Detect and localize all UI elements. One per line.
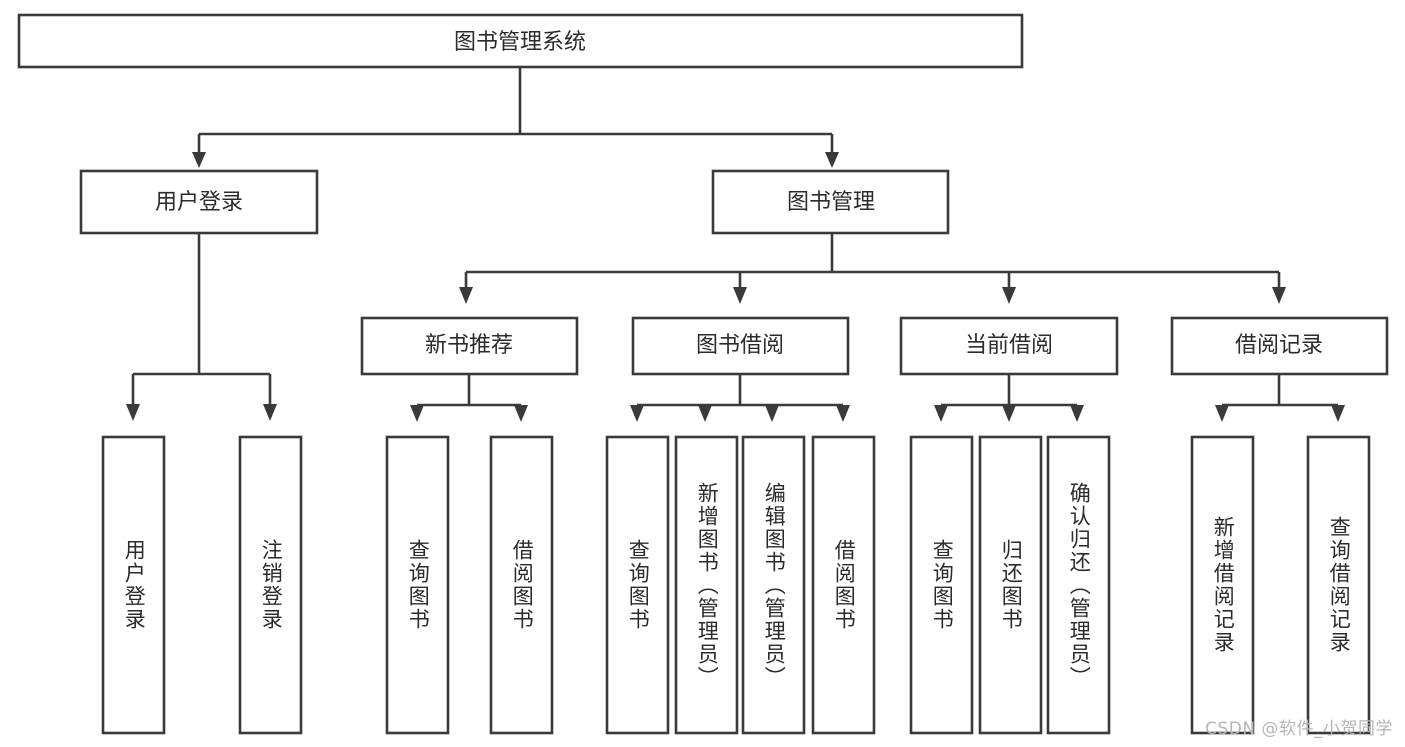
leaf-box[interactable]: [1306, 435, 1371, 735]
node-book-borrow[interactable]: 图书借阅: [631, 316, 850, 376]
node-borrow-record[interactable]: 借阅记录: [1170, 316, 1389, 376]
leaf-box[interactable]: [1046, 435, 1111, 735]
leaf-box[interactable]: [238, 435, 303, 735]
node-user-login-label: 用户登录: [155, 190, 243, 215]
leaf-box[interactable]: [605, 435, 670, 735]
leaf-box[interactable]: [978, 435, 1043, 735]
leaf-box[interactable]: [489, 435, 554, 735]
node-current-borrow[interactable]: 当前借阅: [899, 316, 1119, 376]
connector-book-mgmt-to-level3: [459, 233, 1286, 304]
connector-borrow-record-to-leaves: [1215, 374, 1345, 422]
connector-book-borrow-to-leaves: [630, 374, 850, 422]
leaf-box[interactable]: [741, 435, 806, 735]
leaf-box[interactable]: [1190, 435, 1255, 735]
node-root[interactable]: 图书管理系统: [17, 13, 1024, 69]
connector-user-login-to-leaves: [126, 233, 277, 421]
connector-current-borrow-to-leaves: [934, 374, 1084, 422]
node-book-management[interactable]: 图书管理: [711, 169, 950, 235]
leaf-box-group: [101, 435, 1371, 735]
leaf-box[interactable]: [674, 435, 739, 735]
node-new-book-recommend-label: 新书推荐: [425, 333, 513, 358]
node-book-borrow-label: 图书借阅: [696, 333, 784, 358]
node-root-label: 图书管理系统: [454, 30, 586, 55]
leaf-box[interactable]: [385, 435, 450, 735]
csdn-watermark: CSDN @软件_小贺同学: [1205, 719, 1393, 739]
connector-root-to-level2: [192, 68, 839, 168]
node-borrow-record-label: 借阅记录: [1235, 333, 1323, 358]
leaf-box[interactable]: [811, 435, 876, 735]
node-new-book-recommend[interactable]: 新书推荐: [360, 316, 579, 376]
node-book-management-label: 图书管理: [787, 190, 875, 215]
leaf-box[interactable]: [909, 435, 974, 735]
leaf-box[interactable]: [101, 435, 166, 735]
connector-new-book-to-leaves: [410, 374, 528, 422]
node-user-login[interactable]: 用户登录: [79, 169, 319, 235]
node-current-borrow-label: 当前借阅: [965, 333, 1053, 358]
